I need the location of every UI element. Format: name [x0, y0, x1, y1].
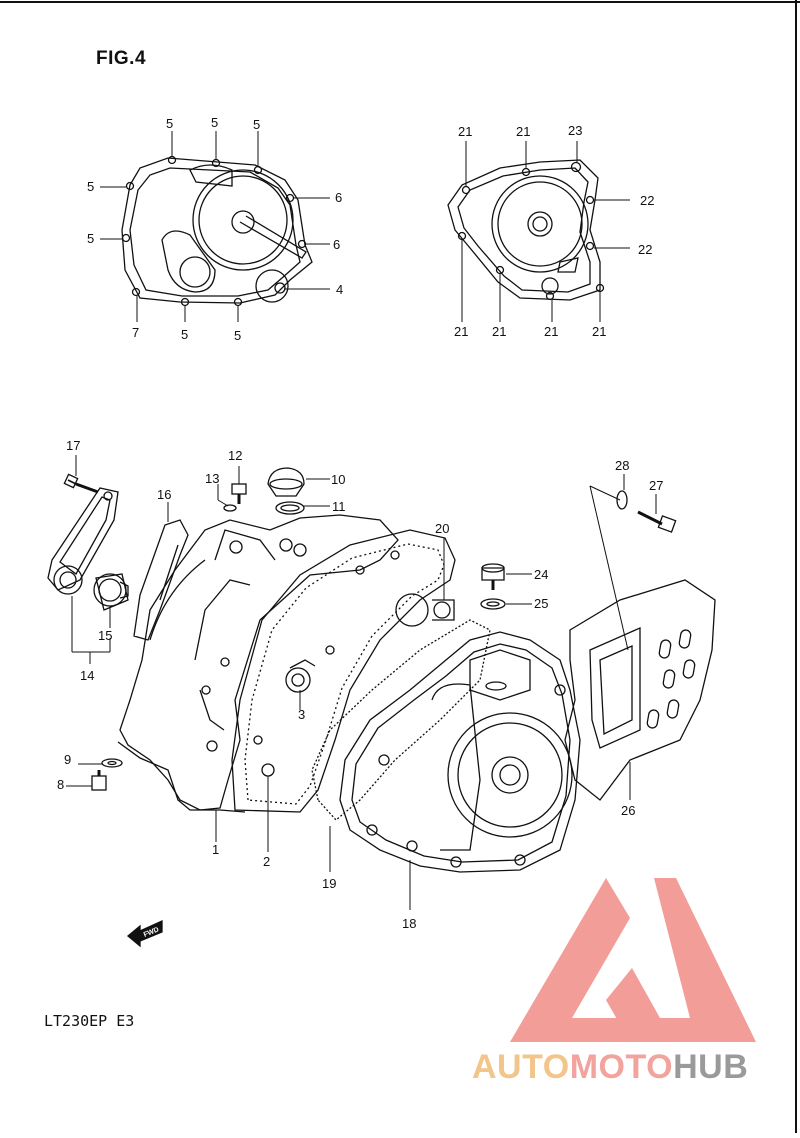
model-code: LT230EP E3	[44, 1012, 135, 1030]
watermark-moto: MOTO	[569, 1048, 674, 1086]
callout-19: 19	[322, 876, 336, 891]
callout-9: 9	[64, 752, 71, 767]
figure-title: FIG.4	[96, 48, 147, 69]
magneto-inner-cover	[447, 159, 605, 301]
callout-5: 5	[87, 231, 94, 246]
inner-clutch-cover	[121, 155, 313, 307]
callout-6: 6	[335, 190, 342, 205]
callout-5: 5	[87, 179, 94, 194]
callout-5: 5	[166, 116, 173, 131]
callout-15: 15	[98, 628, 112, 643]
callout-14: 14	[80, 668, 94, 683]
callout-1: 1	[212, 842, 219, 857]
callout-23: 23	[568, 123, 582, 138]
callout-21: 21	[492, 324, 506, 339]
clutch-cover-gasket	[311, 619, 491, 821]
callout-5: 5	[211, 115, 218, 130]
clutch-cover	[339, 631, 581, 873]
callout-4: 4	[336, 282, 343, 297]
callout-7: 7	[132, 325, 139, 340]
leader-lines-top-right	[461, 141, 630, 322]
watermark-hub: HUB	[673, 1048, 749, 1086]
callout-25: 25	[534, 596, 548, 611]
leader-lines-top-left	[100, 131, 330, 322]
callout-20: 20	[435, 521, 449, 536]
callout-6: 6	[333, 237, 340, 252]
leader-lines-lower	[66, 455, 657, 910]
crankcase	[117, 514, 399, 813]
callout-5: 5	[234, 328, 241, 343]
callout-5: 5	[181, 327, 188, 342]
callout-21: 21	[454, 324, 468, 339]
callout-17: 17	[66, 438, 80, 453]
callout-labels: 5 5 5 5 5 6 6 4 7 5 5 21 21 23 22 22 21 …	[57, 115, 663, 931]
callout-18: 18	[402, 916, 416, 931]
callout-13: 13	[205, 471, 219, 486]
callout-28: 28	[615, 458, 629, 473]
callout-24: 24	[534, 567, 548, 582]
bracket-assembly	[47, 473, 129, 611]
watermark-auto: AUTO	[472, 1048, 570, 1086]
callout-5: 5	[253, 117, 260, 132]
sprocket-cover	[564, 579, 716, 801]
callout-21: 21	[516, 124, 530, 139]
watermark-text: AUTOMOTOHUB	[472, 1048, 748, 1087]
oil-filler-cap	[267, 467, 305, 515]
callout-11: 11	[332, 499, 346, 514]
level-plug-24	[480, 563, 506, 610]
callout-21: 21	[544, 324, 558, 339]
callout-21: 21	[592, 324, 606, 339]
callout-26: 26	[621, 803, 635, 818]
breather-gasket	[133, 519, 189, 641]
drain-bolt-12	[223, 483, 247, 512]
callout-22: 22	[638, 242, 652, 257]
callout-8: 8	[57, 777, 64, 792]
callout-21: 21	[458, 124, 472, 139]
callout-16: 16	[157, 487, 171, 502]
callout-2: 2	[263, 854, 270, 869]
guard-bolt-27	[616, 490, 677, 533]
callout-3: 3	[298, 707, 305, 722]
callout-22: 22	[640, 193, 654, 208]
callout-12: 12	[228, 448, 242, 463]
drain-bolt-8	[91, 758, 123, 791]
callout-10: 10	[331, 472, 345, 487]
forward-direction-arrow: FWD	[126, 919, 163, 948]
callout-27: 27	[649, 478, 663, 493]
watermark-logo	[510, 878, 756, 1042]
